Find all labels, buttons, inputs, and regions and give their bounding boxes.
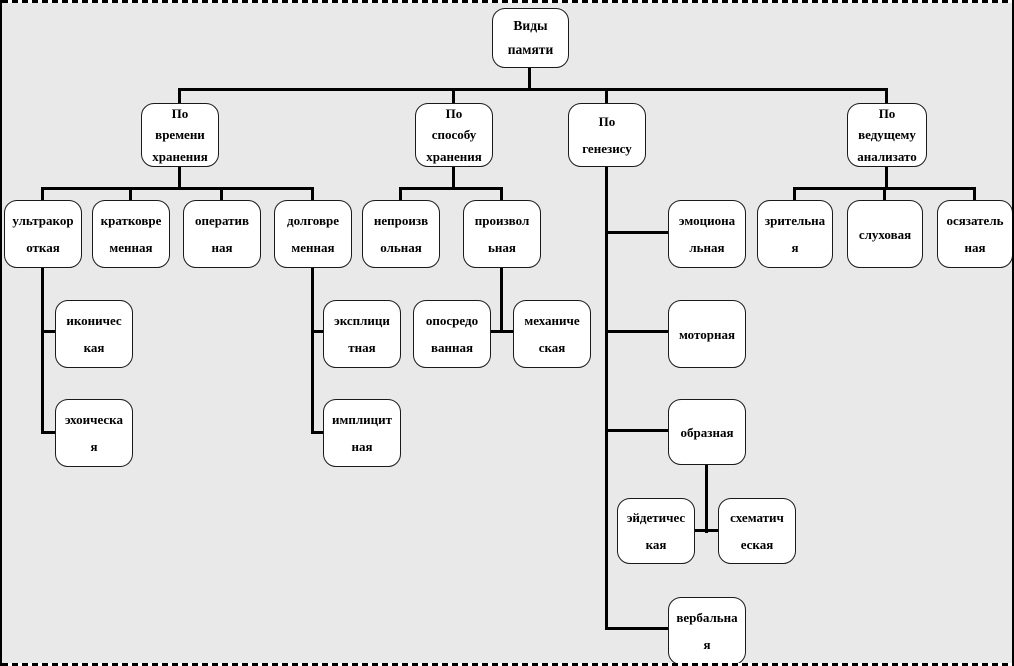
node-eidetic: эйдетичес кая bbox=[617, 498, 695, 564]
connector-ultra-spine bbox=[41, 267, 44, 434]
connector-drop-auditory bbox=[883, 187, 886, 202]
node-long-term: долговре менная bbox=[274, 200, 352, 268]
node-short-term: кратковре менная bbox=[92, 200, 170, 268]
connector-drop-operative bbox=[220, 187, 223, 202]
connector-drop-voluntary bbox=[500, 187, 503, 202]
node-root: Виды памяти bbox=[492, 8, 569, 68]
connector-figurative-down bbox=[705, 464, 708, 533]
connector-link-eidetic-schematic bbox=[695, 529, 720, 532]
node-voluntary: произвол ьная bbox=[463, 200, 541, 268]
connector-drop-by-genesis bbox=[605, 88, 608, 104]
connector-link-mediated-mechanical bbox=[491, 330, 515, 333]
node-by-genesis: По генезису bbox=[568, 103, 646, 167]
node-implicit: имплицит ная bbox=[323, 399, 401, 467]
connector-voluntary-down bbox=[500, 267, 503, 333]
connector-drop-by-analyzer bbox=[885, 88, 888, 104]
connector-drop-visual bbox=[793, 187, 796, 202]
connector-drop-tactile bbox=[973, 187, 976, 202]
connector-root-down bbox=[528, 66, 531, 91]
node-echoic: эхоическа я bbox=[55, 399, 133, 467]
node-tactile: осязатель ная bbox=[937, 200, 1012, 268]
node-involuntary: непроизв ольная bbox=[362, 200, 440, 268]
node-mechanical: механиче ская bbox=[513, 300, 591, 368]
connector-drop-ultra bbox=[41, 187, 44, 202]
connector-stub-figurative bbox=[605, 429, 668, 432]
connector-stub-motor bbox=[605, 330, 668, 333]
node-by-analyzer: По ведущему анализато bbox=[847, 103, 927, 167]
connector-long-spine bbox=[311, 267, 314, 434]
connector-stub-echoic bbox=[41, 431, 57, 434]
node-verbal: вербальна я bbox=[668, 597, 746, 665]
node-iconic: иконичес кая bbox=[55, 300, 133, 368]
connector-by-time-down bbox=[178, 166, 181, 190]
connector-top-rail bbox=[178, 88, 888, 91]
node-visual: зрительна я bbox=[757, 200, 833, 268]
connector-stub-verbal bbox=[605, 627, 668, 630]
node-mediated: опосредо ванная bbox=[413, 300, 491, 368]
node-figurative: образная bbox=[668, 399, 746, 465]
node-auditory: слуховая bbox=[847, 200, 923, 268]
node-by-method: По способу хранения bbox=[415, 103, 493, 167]
connector-stub-emotional bbox=[605, 231, 668, 234]
connector-stub-iconic bbox=[41, 330, 57, 333]
node-by-time: По времени хранения bbox=[141, 103, 219, 167]
connector-drop-by-time bbox=[178, 88, 181, 104]
node-motor: моторная bbox=[668, 300, 746, 368]
node-explicit: эксплици тная bbox=[323, 300, 401, 368]
node-emotional: эмоциона льная bbox=[668, 200, 746, 268]
connector-by-analyzer-down bbox=[885, 166, 888, 190]
connector-drop-by-method bbox=[452, 88, 455, 104]
node-schematic: схематич еская bbox=[718, 498, 796, 564]
connector-stub-explicit bbox=[311, 330, 325, 333]
connector-rail-analyzer bbox=[793, 187, 976, 190]
connector-drop-short bbox=[129, 187, 132, 202]
connector-rail-method bbox=[399, 187, 503, 190]
connector-by-method-down bbox=[452, 166, 455, 190]
connector-drop-long bbox=[311, 187, 314, 202]
connector-stub-implicit bbox=[311, 431, 325, 434]
node-operative: оператив ная bbox=[183, 200, 261, 268]
connector-genesis-spine bbox=[605, 166, 608, 630]
connector-drop-involuntary bbox=[399, 187, 402, 202]
node-ultra-short: ультракор откая bbox=[4, 200, 82, 268]
connector-rail-time bbox=[41, 187, 314, 190]
